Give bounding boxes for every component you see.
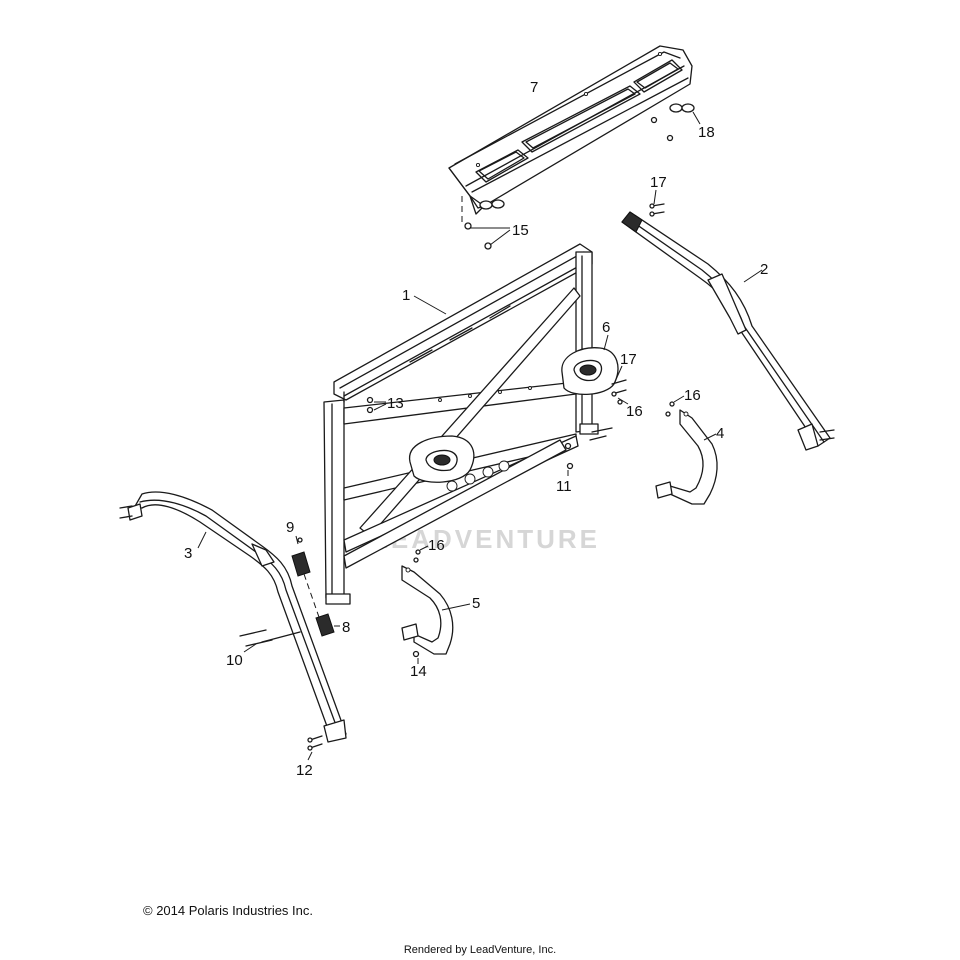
part-5-left-step [401, 565, 454, 655]
part-2-right-tube [621, 211, 835, 451]
callout-17-right: 17 [650, 174, 667, 191]
part-18-rubber-bumpers [479, 103, 695, 210]
part-17-bolts-right [649, 203, 665, 217]
part-14-nut [412, 650, 420, 658]
part-10-bolts [239, 629, 301, 647]
callout-8: 8 [342, 619, 350, 636]
callout-18: 18 [698, 124, 715, 141]
callout-16-right: 16 [684, 387, 701, 404]
callout-2: 2 [760, 261, 768, 278]
callout-14: 14 [410, 663, 427, 680]
part-3-left-tube [119, 491, 347, 743]
part-9-bracket [291, 537, 311, 577]
part-11-nuts [564, 427, 613, 470]
part-15-screws [461, 196, 492, 250]
part-12-bolts [307, 735, 323, 751]
part-6-handle-pad [409, 347, 619, 483]
part-4-right-step [655, 409, 718, 505]
callout-15: 15 [512, 222, 529, 239]
part-7-rear-panel [448, 45, 693, 215]
rendered-by-text: Rendered by LeadVenture, Inc. [403, 944, 557, 956]
callout-9: 9 [286, 519, 294, 536]
callout-16-left: 16 [428, 537, 445, 554]
callout-3: 3 [184, 545, 192, 562]
part-16-bolts [413, 391, 675, 563]
callout-10: 10 [226, 652, 243, 669]
part-8-bracket [315, 613, 335, 637]
part-13-nuts [366, 396, 374, 414]
callout-7: 7 [530, 79, 538, 96]
callout-17-upper: 17 [620, 351, 637, 368]
callout-12: 12 [296, 762, 313, 779]
callout-4: 4 [716, 425, 724, 442]
copyright-text: © 2014 Polaris Industries Inc. [143, 903, 313, 918]
callout-6: 6 [602, 319, 610, 336]
callout-5: 5 [472, 595, 480, 612]
callout-1: 1 [402, 287, 410, 304]
callout-13: 13 [387, 395, 404, 412]
callout-11: 11 [556, 478, 572, 495]
callout-16-upper: 16 [626, 403, 643, 420]
